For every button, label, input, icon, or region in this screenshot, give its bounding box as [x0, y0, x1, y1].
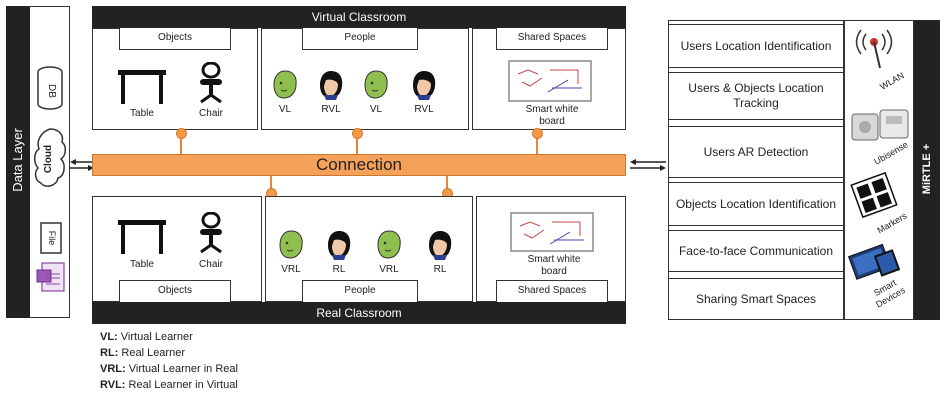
- virtual-classroom-header: Virtual Classroom: [92, 6, 626, 28]
- whiteboard-icon: [508, 60, 592, 102]
- whiteboard-label: Smart white board: [525, 104, 579, 127]
- connector-line: [270, 176, 272, 196]
- person-label: VRL: [281, 264, 301, 275]
- connector-line: [446, 176, 448, 196]
- service-users-objects-tracking: Users & Objects Location Tracking: [668, 72, 844, 120]
- chair-icon: [200, 212, 222, 254]
- rl-avatar-icon: [328, 231, 351, 260]
- vl-avatar-icon: [273, 70, 297, 99]
- service-users-location-identification: Users Location Identification: [668, 24, 844, 68]
- database-label: DB: [46, 84, 57, 98]
- virtual-spaces-tab: Shared Spaces: [496, 28, 608, 50]
- connector-dot: [176, 128, 187, 139]
- legend-text: Real Learner in Virtual: [128, 379, 238, 391]
- person-label: VL: [369, 104, 383, 115]
- vl-avatar-icon: [364, 70, 388, 99]
- right-double-arrow-icon: [630, 159, 666, 171]
- markers-icon: [850, 172, 898, 218]
- legend-item: RVL: Real Learner in Virtual: [100, 379, 238, 391]
- data-layer-bar: [6, 6, 30, 318]
- legend-text: Virtual Learner in Real: [128, 363, 238, 375]
- person-label: RVL: [414, 104, 434, 115]
- connector-line: [536, 134, 538, 154]
- person-label: RL: [433, 264, 447, 275]
- legend-item: RL: Real Learner: [100, 347, 185, 359]
- object-label: Chair: [199, 108, 223, 119]
- legend-item: VRL: Virtual Learner in Real: [100, 363, 238, 375]
- mirtle-bar: [914, 20, 940, 320]
- mirtle-label: MiRTLE +: [921, 143, 933, 195]
- rvl-avatar-icon: [320, 71, 343, 100]
- person-label: RL: [332, 264, 346, 275]
- smart-devices-icon: [848, 243, 901, 280]
- person-label: VRL: [379, 264, 399, 275]
- person-label: VL: [278, 104, 292, 115]
- whiteboard-icon: [510, 212, 594, 252]
- connector-dot: [532, 128, 543, 139]
- service-face-to-face-communication: Face-to-face Communication: [668, 230, 844, 272]
- legend-abbr: RVL:: [100, 379, 126, 391]
- real-people-tab: People: [302, 280, 418, 302]
- legend-abbr: RL:: [100, 347, 119, 359]
- service-objects-location-identification: Objects Location Identification: [668, 182, 844, 226]
- object-label: Chair: [199, 259, 223, 270]
- connector-line: [180, 134, 182, 154]
- connector-line: [356, 134, 358, 154]
- object-label: Table: [130, 259, 154, 270]
- file-icon: [40, 222, 62, 254]
- vrl-avatar-icon: [377, 230, 401, 259]
- wlan-antenna-icon: [855, 29, 893, 69]
- legend-abbr: VRL:: [100, 363, 126, 375]
- cloud-icon: [34, 128, 66, 187]
- legend-text: Virtual Learner: [120, 331, 193, 343]
- database-icon: [37, 66, 63, 110]
- legend-abbr: VL:: [100, 331, 118, 343]
- ubisense-sensor-icon: [851, 109, 909, 141]
- left-double-arrow-icon: [70, 159, 94, 171]
- service-sharing-smart-spaces: Sharing Smart Spaces: [668, 278, 844, 320]
- person-label: RVL: [321, 104, 341, 115]
- connection-bar: Connection: [92, 154, 626, 176]
- file-label: File: [47, 230, 57, 246]
- table-icon: [118, 220, 166, 254]
- cloud-label: Cloud: [43, 144, 54, 174]
- rl-avatar-icon: [429, 231, 452, 260]
- real-objects-tab: Objects: [119, 280, 231, 302]
- object-label: Table: [130, 108, 154, 119]
- real-classroom-footer: Real Classroom: [92, 302, 626, 324]
- data-layer-title: Data Layer: [10, 128, 25, 192]
- virtual-objects-tab: Objects: [119, 28, 231, 50]
- legend-text: Real Learner: [121, 347, 185, 359]
- whiteboard-label: Smart white board: [527, 254, 581, 277]
- real-spaces-tab: Shared Spaces: [496, 280, 608, 302]
- rvl-avatar-icon: [413, 71, 436, 100]
- document-icon: [36, 262, 65, 292]
- chair-icon: [200, 62, 222, 104]
- legend-item: VL: Virtual Learner: [100, 331, 193, 343]
- table-icon: [118, 70, 166, 104]
- connector-dot: [352, 128, 363, 139]
- virtual-people-tab: People: [302, 28, 418, 50]
- service-users-ar-detection: Users AR Detection: [668, 126, 844, 178]
- vrl-avatar-icon: [279, 230, 303, 259]
